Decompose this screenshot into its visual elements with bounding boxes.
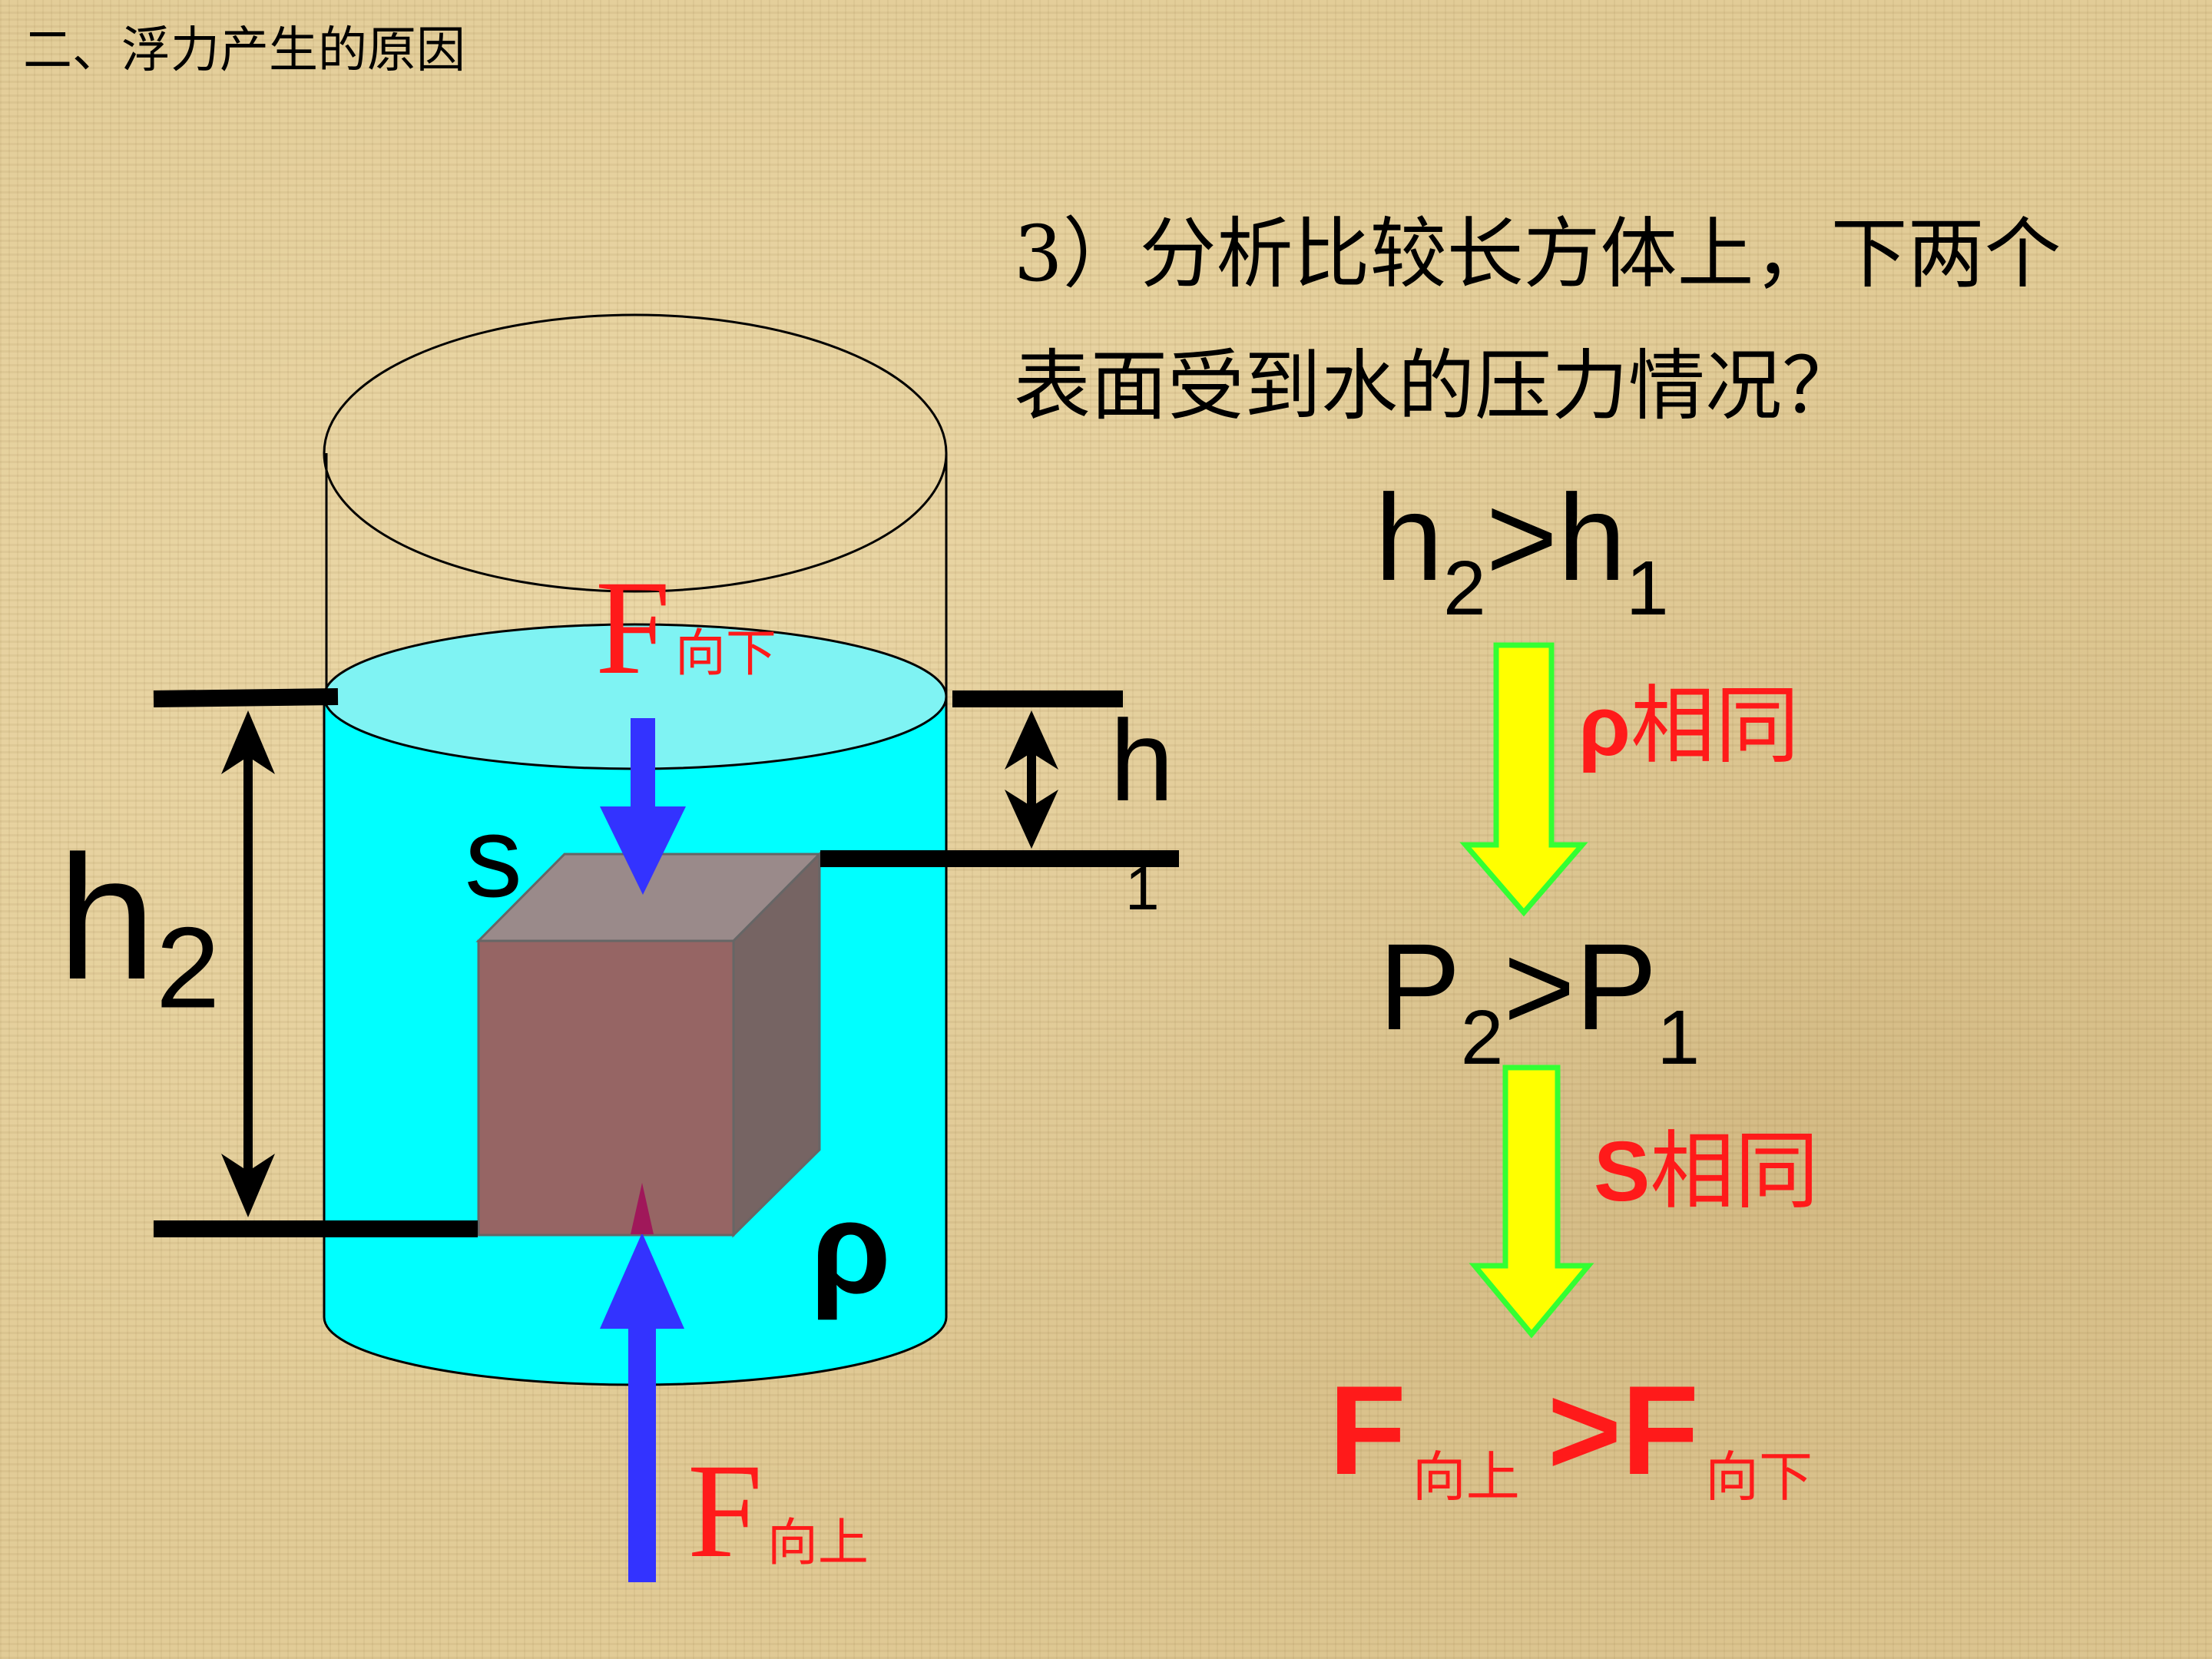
force-up-arrow	[600, 1183, 684, 1582]
relation-p2-gt-p1: P2>P1	[1379, 918, 1700, 1081]
relation-h2-gt-h1: h2>h1	[1375, 469, 1669, 631]
container-outline	[323, 313, 948, 697]
force-up-label: F向上	[687, 1436, 869, 1586]
force-down-subscript: 向下	[674, 623, 777, 683]
question-text: 3）分析比较长方体上，下两个表面受到水的压力情况？	[1014, 209, 2061, 431]
flow-arrow-1	[1459, 642, 1588, 917]
reference-lines	[153, 688, 1179, 1237]
h2-dimension-arrow	[221, 710, 275, 1217]
h1-dimension-arrow	[1005, 710, 1058, 849]
reason-area-same: S相同	[1594, 1122, 1820, 1220]
section-title: 二、浮力产生的原因	[23, 22, 465, 79]
force-down-label: F向下	[595, 553, 777, 703]
force-down-arrow	[600, 718, 686, 895]
area-label: S	[465, 792, 522, 921]
h1-label: h 1	[1110, 696, 1174, 922]
force-up-subscript: 向上	[767, 1513, 869, 1573]
flow-arrow-2	[1469, 1065, 1594, 1339]
block	[475, 851, 823, 1238]
block-front-face	[477, 939, 735, 1237]
h2-label: h2	[58, 819, 220, 1032]
density-label: ρ	[810, 1175, 892, 1321]
reason-density-same: ρ相同	[1578, 677, 1800, 775]
